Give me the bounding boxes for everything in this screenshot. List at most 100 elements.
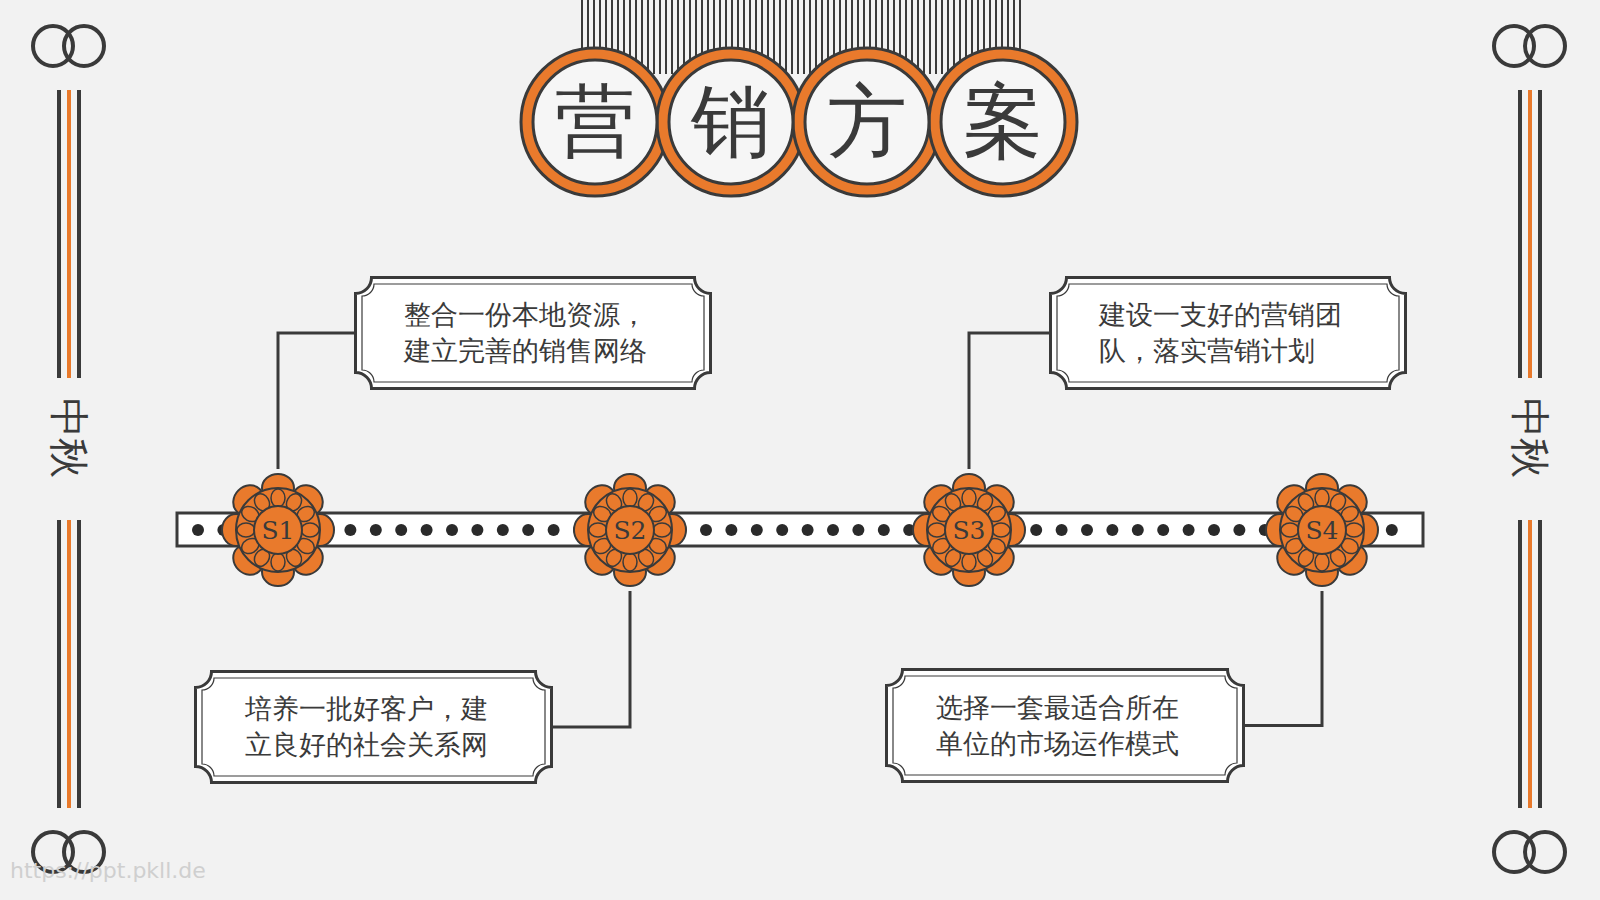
callout-box: 建设一支好的营销团 队，落实营销计划 [1049, 276, 1407, 390]
medallion-diamond [915, 476, 1022, 583]
rail-dot [878, 524, 890, 536]
rail-dot [1386, 524, 1398, 536]
mooncake-node: S1 [217, 469, 339, 591]
comb-line [953, 0, 955, 74]
side-label: 中秋 [1510, 398, 1550, 478]
comb-line [791, 0, 793, 74]
rail-dot [1233, 524, 1245, 536]
box-outline [196, 672, 552, 783]
comb-line [803, 0, 805, 74]
rail-dot [1132, 524, 1144, 536]
comb-line [923, 0, 925, 74]
mooncake-medallion [1266, 474, 1378, 586]
box-shape [885, 668, 1245, 783]
box-inner-line [202, 678, 545, 776]
box-shape [194, 670, 553, 784]
rail-dot [802, 524, 814, 536]
step-text: 培养一批好客户，建 立良好的社会关系网 [245, 691, 503, 763]
comb-line [941, 0, 943, 74]
medallion-small-petal [928, 523, 946, 537]
medallion-small-petal [653, 523, 671, 537]
mooncake-node: S3 [908, 469, 1030, 591]
comb-line [659, 0, 661, 74]
side-lines [59, 90, 1540, 808]
step-number: S1 [261, 516, 294, 545]
rail-dot [548, 524, 560, 536]
rail-dot [192, 524, 204, 536]
medallion-small-petal [623, 489, 637, 507]
box-inner-line [893, 676, 1237, 775]
side-label: 中秋 [49, 398, 89, 478]
medallion-small-petal [962, 553, 976, 571]
mooncake-medallion [574, 474, 686, 586]
comb-line [947, 0, 949, 74]
rail-dot [852, 524, 864, 536]
box-outline [1051, 278, 1406, 389]
medallion-center [945, 506, 993, 554]
comb-line [647, 0, 649, 74]
box-shape [354, 276, 712, 390]
medallion-small-petal [992, 523, 1010, 537]
comb-line [935, 0, 937, 74]
medallion-ring [588, 488, 672, 572]
medallion-center [254, 506, 302, 554]
comb-line [779, 0, 781, 74]
rail-dot [1208, 524, 1220, 536]
comb-line [677, 0, 679, 74]
side-ornament [33, 26, 1565, 872]
medallion-small-petal [1345, 523, 1363, 537]
medallion-small-petal [589, 523, 607, 537]
rail-dot [395, 524, 407, 536]
rail-dot [344, 524, 356, 536]
step-text: 建设一支好的营销团 队，落实营销计划 [1099, 297, 1357, 369]
box-outline [887, 670, 1244, 782]
comb-line [917, 0, 919, 74]
callout-box: 整合一份本地资源， 建立完善的销售网络 [354, 276, 712, 390]
connector-line [553, 591, 630, 727]
callout-box: 选择一套最适合所在 单位的市场运作模式 [885, 668, 1245, 783]
rail-dot [471, 524, 483, 536]
rail-dot [725, 524, 737, 536]
medallion-center [1298, 506, 1346, 554]
rail-dot [1183, 524, 1195, 536]
medallion-small-petal [962, 489, 976, 507]
medallion-ring [927, 488, 1011, 572]
rail-dot [1056, 524, 1068, 536]
rail-dot [1030, 524, 1042, 536]
rail-dot [497, 524, 509, 536]
mooncake-node: S2 [569, 469, 691, 591]
medallion-diamond [1268, 476, 1375, 583]
box-outline [356, 278, 711, 389]
mooncake-medallion [222, 474, 334, 586]
medallion-small-petal [271, 489, 285, 507]
medallion-ring [1280, 488, 1364, 572]
step-text: 选择一套最适合所在 单位的市场运作模式 [936, 690, 1194, 762]
rail-dot [446, 524, 458, 536]
comb-line [929, 0, 931, 74]
comb-line [785, 0, 787, 74]
comb-line [671, 0, 673, 74]
box-inner-line [1057, 284, 1399, 382]
medallion-center [606, 506, 654, 554]
rail-dot [827, 524, 839, 536]
mooncake-node: S4 [1261, 469, 1383, 591]
callout-box: 培养一批好客户，建 立良好的社会关系网 [194, 670, 553, 784]
medallion-small-petal [1315, 489, 1329, 507]
timeline-rail [177, 513, 1423, 546]
medallion-diamond [224, 476, 331, 583]
comb-line [653, 0, 655, 74]
comb-line [665, 0, 667, 74]
rail-dot [751, 524, 763, 536]
medallion-small-petal [237, 523, 255, 537]
box-shape [1049, 276, 1407, 390]
title: 营销方案 [555, 70, 1099, 174]
step-text: 整合一份本地资源， 建立完善的销售网络 [404, 297, 662, 369]
step-number: S4 [1305, 516, 1338, 545]
connector-line [1245, 591, 1322, 726]
mooncake-medallion [913, 474, 1025, 586]
comb-line [815, 0, 817, 74]
rail-dot [522, 524, 534, 536]
rail-dot [421, 524, 433, 536]
medallion-ring [236, 488, 320, 572]
rail-dot [1157, 524, 1169, 536]
